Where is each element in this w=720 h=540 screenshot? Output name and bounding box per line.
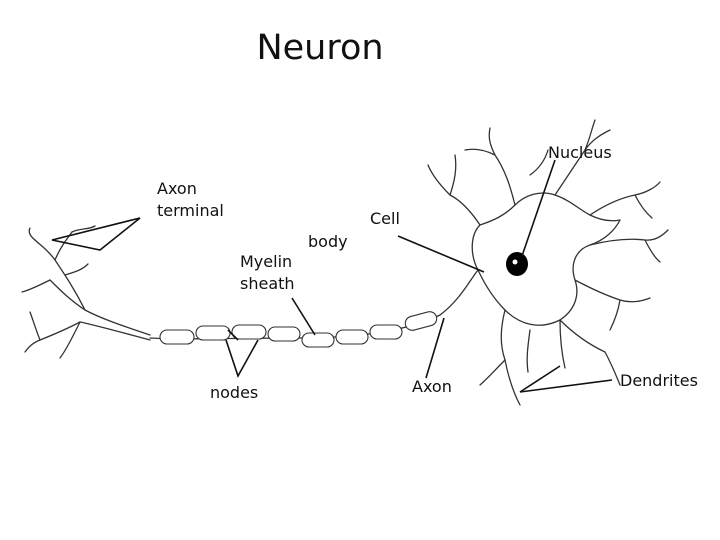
axon-terminal-branches <box>21 225 151 359</box>
label-cell: Cell <box>370 209 400 228</box>
myelin-segment <box>231 324 267 340</box>
axon-body <box>149 269 479 348</box>
dendrite-branches <box>427 119 669 406</box>
label-axon: Axon <box>412 377 452 396</box>
myelin-segment <box>301 332 335 348</box>
label-axon-terminal: Axon terminal <box>157 179 224 220</box>
nucleus-pointer <box>521 159 556 257</box>
nucleolus <box>512 259 518 265</box>
dendrites-pointer <box>519 365 613 393</box>
axon-terminal-pointer <box>51 217 141 251</box>
myelin-segment <box>159 329 195 345</box>
myelin-segment <box>404 311 438 331</box>
nucleus <box>506 252 528 276</box>
label-myelin-sheath: Myelin sheath <box>240 252 295 293</box>
nodes-pointer-a <box>227 329 239 341</box>
myelin-segment <box>195 325 231 341</box>
label-pointer-lines <box>51 159 613 393</box>
myelin-sheath-pointer <box>291 297 316 336</box>
label-nucleus: Nucleus <box>548 143 612 162</box>
myelin-segment <box>267 326 301 342</box>
axon-pointer <box>425 317 445 379</box>
myelin-segment <box>369 324 403 340</box>
myelin-segment <box>335 329 369 345</box>
page-title: Neuron <box>256 28 384 68</box>
label-dendrites: Dendrites <box>620 371 698 390</box>
cell-body-pointer <box>397 235 485 273</box>
label-nodes: nodes <box>210 383 259 402</box>
nodes-pointer <box>225 339 259 378</box>
label-body: body <box>308 232 348 251</box>
